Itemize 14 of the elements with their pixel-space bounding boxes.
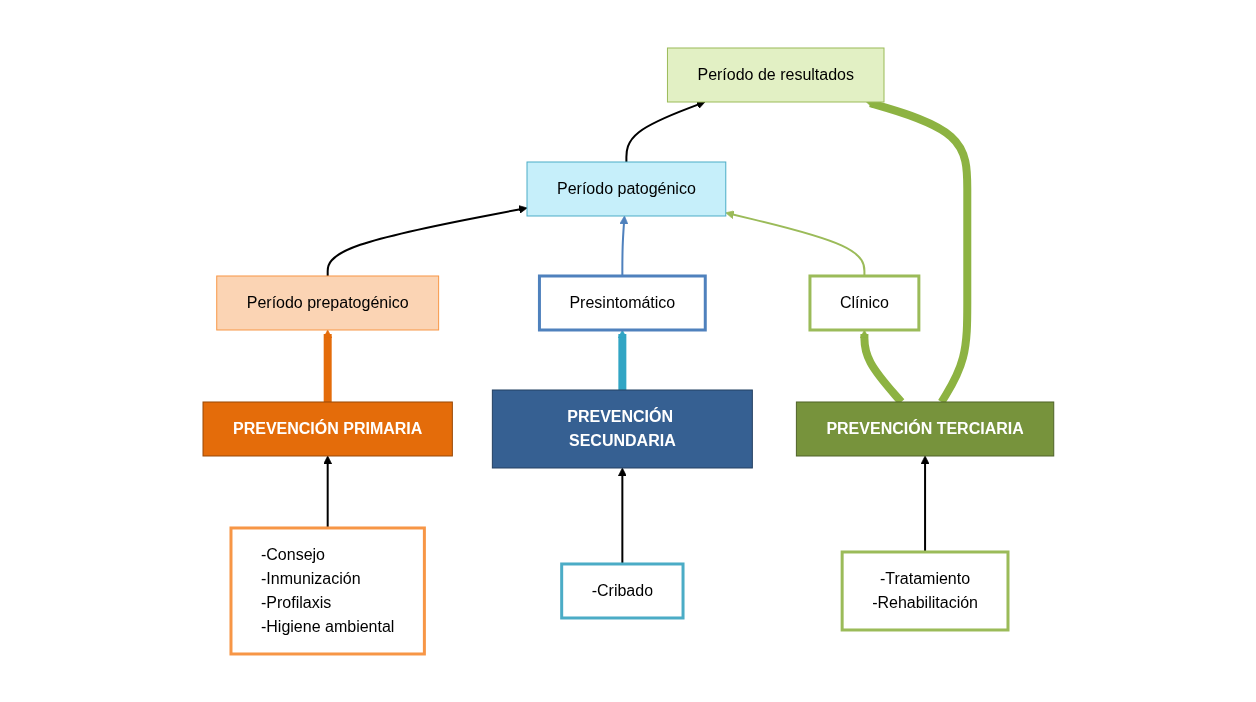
arrow — [326, 205, 528, 277]
node-box: Presintomático — [537, 274, 707, 332]
node-box: Período patogénico — [526, 161, 726, 217]
arrow — [617, 329, 627, 390]
node-box: -Cribado — [559, 562, 685, 620]
node-box: Período prepatogénico — [215, 275, 439, 331]
node-box: Período de resultados — [666, 47, 885, 103]
node-box: PREVENCIÓN PRIMARIA — [202, 401, 453, 457]
node-box: PREVENCIÓN SECUNDARIA — [491, 389, 753, 469]
node-box: Clínico — [808, 274, 920, 332]
node-box: -Consejo -Inmunización -Profilaxis -Higiene ambiental — [229, 526, 426, 656]
arrow — [322, 329, 332, 402]
node-box: PREVENCIÓN TERCIARIA — [795, 401, 1054, 457]
node-box: -Tratamiento -Rehabilitación — [840, 550, 1010, 632]
